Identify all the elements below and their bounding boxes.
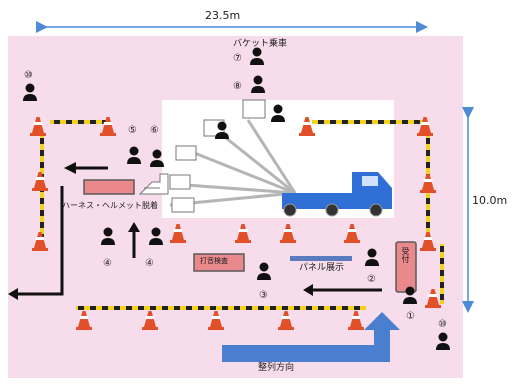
marker-10-top: ⑩ (24, 70, 33, 81)
marker-10-bottom: ⑩ (438, 319, 447, 330)
queue-direction-arrow (222, 312, 400, 362)
bucket-truck (282, 172, 392, 217)
panel-display-bar (290, 256, 352, 261)
hammer-test-box (193, 253, 245, 272)
marker-6: ⑥ (150, 125, 159, 136)
height-dimension-label: 10.0m (472, 194, 508, 207)
bucket-platforms (169, 99, 266, 213)
width-dimension-label: 23.5m (205, 9, 241, 22)
bucket-ride-label: バケット乗車 (233, 39, 288, 49)
flow-arrows (18, 166, 382, 296)
marker-3: ③ (259, 290, 268, 301)
marker-2: ② (367, 274, 376, 285)
harness-helmet-station (83, 179, 135, 195)
harness-helmet-label: ハーネス・ヘルメット脱着 (62, 201, 158, 210)
hammer-test-label: 打音検査 (200, 257, 228, 265)
marker-5: ⑤ (128, 125, 137, 136)
panel-display-label: パネル展示 (299, 263, 345, 273)
reception-label: 受付 (401, 247, 410, 263)
marker-4-left: ④ (103, 258, 112, 269)
flow-arrowheads (8, 162, 313, 300)
marker-8: ⑧ (233, 81, 242, 92)
marker-7: ⑦ (233, 53, 242, 64)
marker-4-right: ④ (145, 258, 154, 269)
boarding-stairs (138, 173, 169, 195)
marker-1: ① (406, 311, 415, 322)
queue-direction-label: 整列方向 (258, 363, 295, 373)
